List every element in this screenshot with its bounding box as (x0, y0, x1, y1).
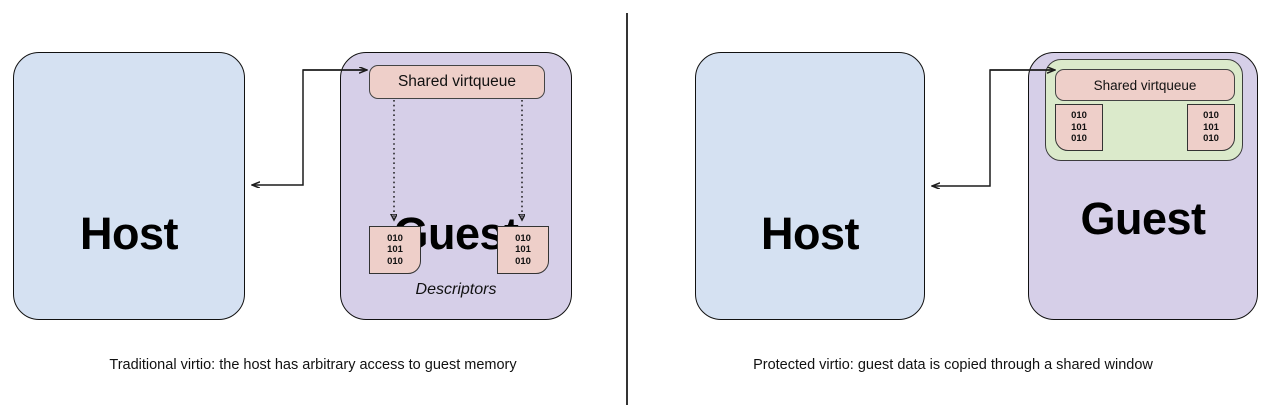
guest-box-protected: Shared virtqueue 010 101 010 010 101 010… (1028, 52, 1258, 320)
caption-traditional: Traditional virtio: the host has arbitra… (109, 357, 517, 373)
panel-divider (626, 13, 628, 405)
descriptor-line: 010 (387, 232, 403, 244)
caption-protected: Protected virtio: guest data is copied t… (753, 357, 1153, 373)
guest-box-traditional: Shared virtqueue Guest 010 101 010 010 1… (340, 52, 572, 320)
host-label: Host (761, 208, 860, 259)
host-label: Host (80, 208, 179, 259)
descriptors-caption: Descriptors (415, 281, 497, 298)
descriptor-line: 010 (515, 232, 531, 244)
host-box-protected: Host (695, 52, 925, 320)
descriptor-line: 010 (1203, 110, 1219, 122)
panel-protected-virtio: Host Shared virtqueue 010 101 010 010 10… (640, 0, 1266, 408)
shared-virtqueue-protected: Shared virtqueue (1055, 69, 1235, 101)
descriptor-line: 010 (1071, 133, 1087, 145)
descriptor-box: 010 101 010 (369, 226, 421, 274)
descriptor-box: 010 101 010 (497, 226, 549, 274)
shared-window-box: Shared virtqueue 010 101 010 010 101 010 (1045, 59, 1243, 161)
descriptor-box: 010 101 010 (1187, 104, 1235, 151)
host-box-traditional: Host (13, 52, 245, 320)
descriptor-line: 010 (515, 255, 531, 267)
descriptor-line: 010 (1071, 110, 1087, 122)
descriptor-line: 010 (1203, 133, 1219, 145)
descriptor-line: 101 (515, 244, 531, 256)
descriptor-line: 101 (1203, 121, 1219, 133)
descriptor-line: 101 (1071, 121, 1087, 133)
shared-virtqueue-traditional: Shared virtqueue (369, 65, 545, 99)
descriptor-line: 010 (387, 255, 403, 267)
panel-traditional-virtio: Host Shared virtqueue Guest 010 101 010 … (0, 0, 626, 408)
descriptor-box: 010 101 010 (1055, 104, 1103, 151)
guest-label: Guest (1080, 193, 1206, 244)
descriptor-line: 101 (387, 244, 403, 256)
